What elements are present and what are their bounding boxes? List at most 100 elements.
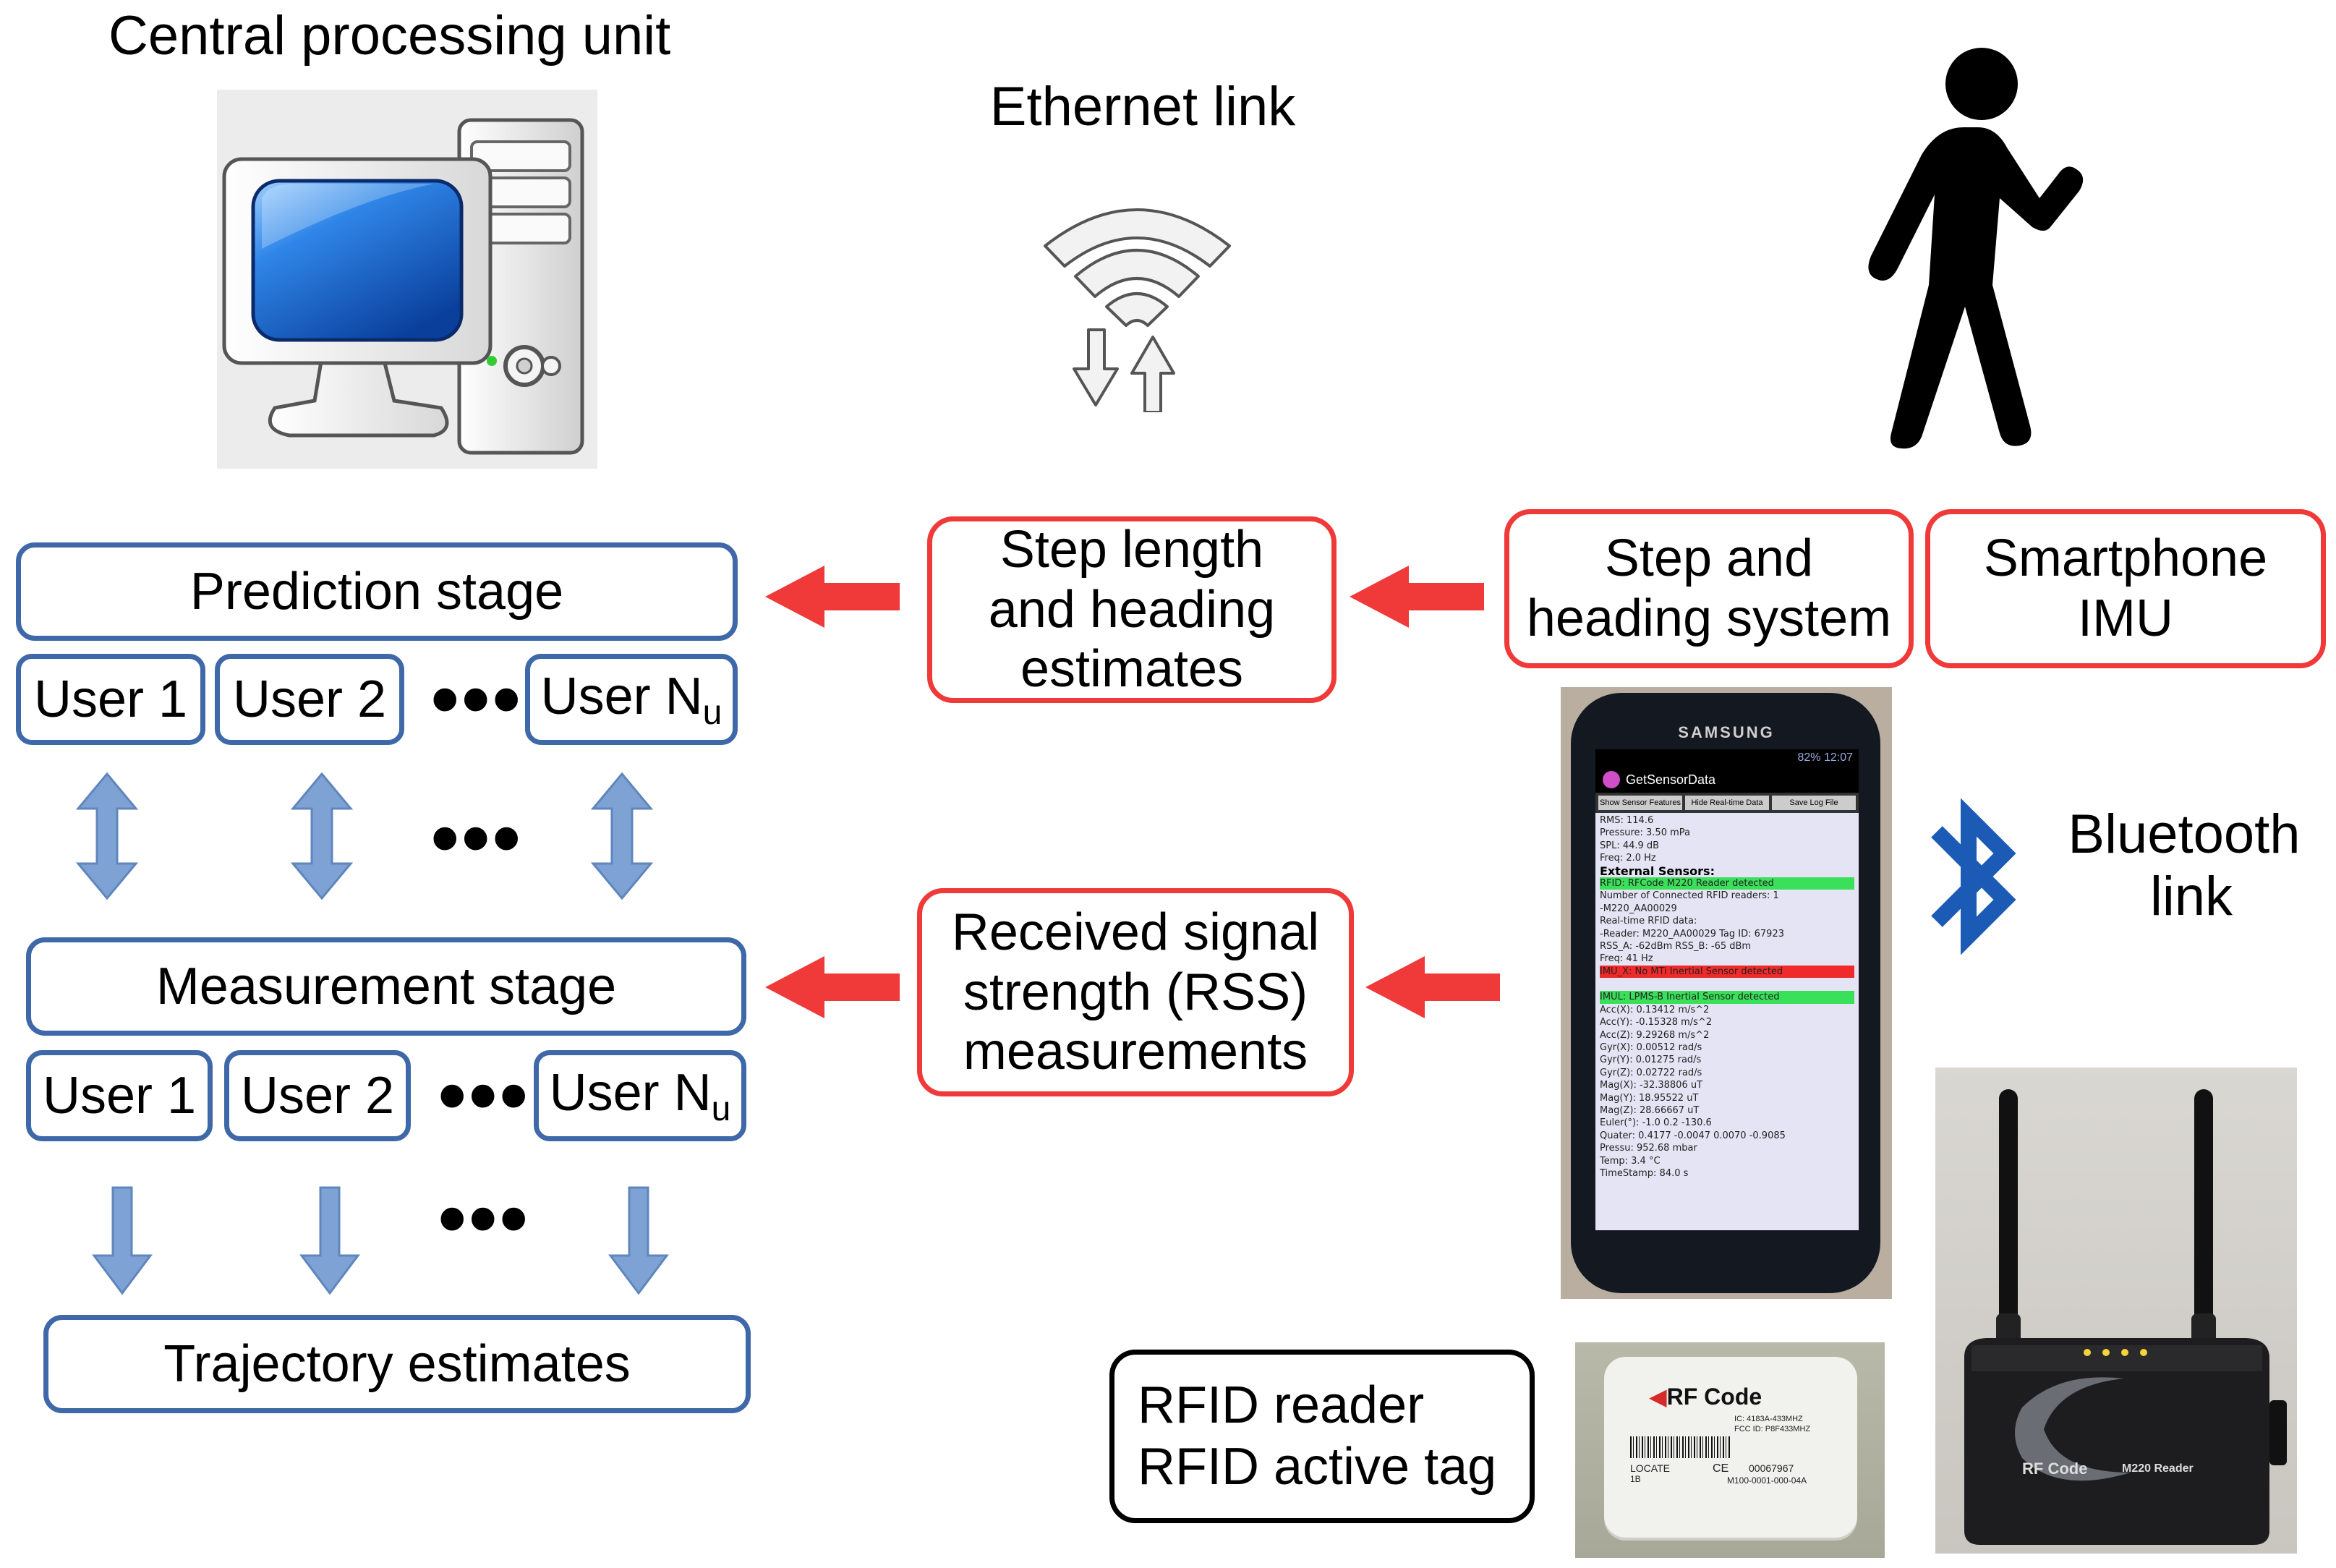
sensor-line: Pressu: 952.68 mbar [1600, 1143, 1697, 1154]
rfid-label-line-2: RFID active tag [1138, 1438, 1497, 1496]
ethernet-title: Ethernet link [989, 76, 1296, 137]
tag-brand: ◀RF Code [1649, 1384, 1762, 1410]
user-n-label: User Nu [550, 1063, 731, 1129]
double-arrow-user-1 [75, 772, 139, 900]
user-label: User 2 [232, 670, 387, 728]
user-n-subscript: u [702, 693, 722, 732]
external-sensors-header: External Sensors: [1600, 864, 1715, 878]
sensor-line: Mag(Z): 28.66667 uT [1600, 1104, 1700, 1116]
user-label: User 2 [240, 1067, 395, 1125]
tag-serial: 00067967 [1749, 1462, 1794, 1474]
measurement-user-n: User Nu [534, 1050, 746, 1141]
smartphone-photo: SAMSUNG 82% 12:07 GetSensorData Show Sen… [1561, 687, 1892, 1299]
step-system-line-2: heading system [1526, 589, 1892, 647]
user-n-main: User N [540, 667, 703, 725]
tag-part: M100-0001-000-04A [1727, 1475, 1807, 1486]
user-n-subscript: u [711, 1089, 731, 1128]
rss-line-2: strength (RSS) [963, 963, 1308, 1021]
measurement-stage-label: Measurement stage [155, 958, 617, 1015]
sensor-line: RSS_A: -62dBm RSS_B: -65 dBm [1600, 941, 1752, 953]
reader-model: M220 Reader [2122, 1462, 2194, 1475]
sensor-line: Acc(Z): 9.29268 m/s^2 [1600, 1029, 1710, 1041]
phone-status-bar: 82% 12:07 [1797, 751, 1853, 764]
sensor-line: Temp: 3.4 °C [1600, 1155, 1661, 1167]
rss-line-1: Received signal [951, 903, 1320, 961]
imul-header: IMUL: LPMS-B Inertial Sensor detected [1600, 991, 1854, 1004]
sensor-line: Gyr(X): 0.00512 rad/s [1600, 1041, 1702, 1053]
phone-app-bar: GetSensorData [1595, 767, 1859, 793]
sensor-line: Euler(°): -1.0 0.2 -130.6 [1600, 1117, 1712, 1129]
sensor-line: Mag(X): -32.38806 uT [1600, 1080, 1703, 1091]
sensor-line: SPL: 44.9 dB [1600, 840, 1660, 851]
measurement-user-2: User 2 [224, 1050, 411, 1141]
step-heading-system-box: Step and heading system [1504, 509, 1914, 668]
prediction-users-ellipsis: ••• [431, 655, 524, 743]
down-arrow-user-2 [299, 1186, 360, 1295]
red-arrow-to-measurement [765, 955, 900, 1020]
bluetooth-label-line-1: Bluetooth [2068, 804, 2301, 865]
phone-brand: SAMSUNG [1678, 723, 1775, 741]
show-sensor-features-button[interactable]: Show Sensor Features [1598, 796, 1682, 810]
tag-fcc: FCC ID: P8F433MHZ [1734, 1425, 1811, 1433]
reader-brand: RF Code [2022, 1460, 2088, 1478]
tag-locate: LOCATE [1630, 1462, 1670, 1474]
bluetooth-icon [1924, 775, 2018, 978]
app-title: GetSensorData [1626, 772, 1716, 787]
sensor-line: Number of Connected RFID readers: 1 [1600, 890, 1779, 902]
red-arrow-to-step-estimates [1350, 564, 1484, 629]
down-arrow-user-n [608, 1186, 669, 1295]
rfid-reader-photo: RF Code M220 Reader [1935, 1068, 2297, 1554]
imux-header: IMU_X: No MTi Inertial Sensor detected [1600, 965, 1854, 979]
arrows-ellipsis-1: ••• [431, 793, 524, 882]
rfid-label-line-1: RFID reader [1138, 1376, 1425, 1435]
smartphone-imu-box: Smartphone IMU [1925, 509, 2326, 668]
hide-realtime-data-button[interactable]: Hide Real-time Data [1685, 796, 1769, 810]
user-n-label: User Nu [541, 667, 722, 733]
wifi-transfer-icon [1038, 195, 1237, 414]
tag-ce: CE [1713, 1462, 1729, 1475]
sensor-line: Real-time RFID data: [1600, 916, 1697, 927]
sensor-line: Acc(X): 0.13412 m/s^2 [1600, 1004, 1710, 1015]
sensor-line: -M220_AA00029 [1600, 903, 1677, 914]
prediction-stage-label: Prediction stage [189, 563, 564, 621]
sensor-line: TimeStamp: 84.0 s [1600, 1167, 1689, 1179]
tag-brand-text: RF Code [1666, 1384, 1762, 1410]
tag-version: 1B [1630, 1474, 1641, 1484]
output-arrows [0, 1186, 752, 1295]
measurement-users-ellipsis: ••• [438, 1051, 531, 1140]
down-arrow-user-1 [92, 1186, 153, 1295]
app-logo-icon [1603, 771, 1620, 788]
save-log-file-button[interactable]: Save Log File [1772, 796, 1856, 810]
arrows-ellipsis-2: ••• [438, 1174, 531, 1263]
step-estimates-line-2: and heading [988, 580, 1276, 639]
phone-screen: 82% 12:07 GetSensorData Show Sensor Feat… [1595, 749, 1859, 1230]
prediction-user-2: User 2 [215, 654, 404, 745]
double-arrow-user-2 [290, 772, 354, 900]
trajectory-estimates-box: Trajectory estimates [43, 1315, 751, 1413]
computer-icon [217, 90, 597, 469]
red-arrow-to-prediction [765, 564, 900, 629]
user-label: User 1 [33, 670, 188, 728]
cpu-title: Central processing unit [108, 5, 671, 67]
sensor-line: Acc(Y): -0.15328 m/s^2 [1600, 1017, 1713, 1028]
step-system-line-1: Step and [1604, 529, 1814, 588]
stage-exchange-arrows [0, 772, 752, 900]
sensor-line: Mag(Y): 18.95522 uT [1600, 1092, 1699, 1104]
step-estimates-box: Step length and heading estimates [927, 516, 1337, 703]
step-estimates-line-1: Step length [999, 520, 1264, 579]
sensor-line: Quater: 0.4177 -0.0047 0.0070 -0.9085 [1600, 1130, 1786, 1141]
rfid-tag-photo: ◀RF Code IC: 4183A-433MHZ FCC ID: P8F433… [1575, 1342, 1885, 1558]
sensor-line: Gyr(Z): 0.02722 rad/s [1600, 1067, 1702, 1078]
sensor-line: RMS: 114.6 [1600, 815, 1654, 826]
sensor-line: Pressure: 3.50 mPa [1600, 827, 1690, 839]
measurement-user-1: User 1 [26, 1050, 213, 1141]
sensor-line: Freq: 41 Hz [1600, 953, 1653, 965]
bluetooth-label-line-2: link [2149, 866, 2233, 927]
phone-sensor-list: RMS: 114.6 Pressure: 3.50 mPa SPL: 44.9 … [1595, 813, 1859, 1230]
rss-line-3: measurements [963, 1023, 1308, 1081]
walking-person-icon [1855, 46, 2101, 451]
sensor-line: Gyr(Y): 0.01275 rad/s [1600, 1054, 1702, 1066]
measurement-stage-box: Measurement stage [26, 937, 746, 1036]
red-arrow-to-rss [1365, 955, 1500, 1020]
tag-ic: IC: 4183A-433MHZ [1734, 1415, 1803, 1423]
